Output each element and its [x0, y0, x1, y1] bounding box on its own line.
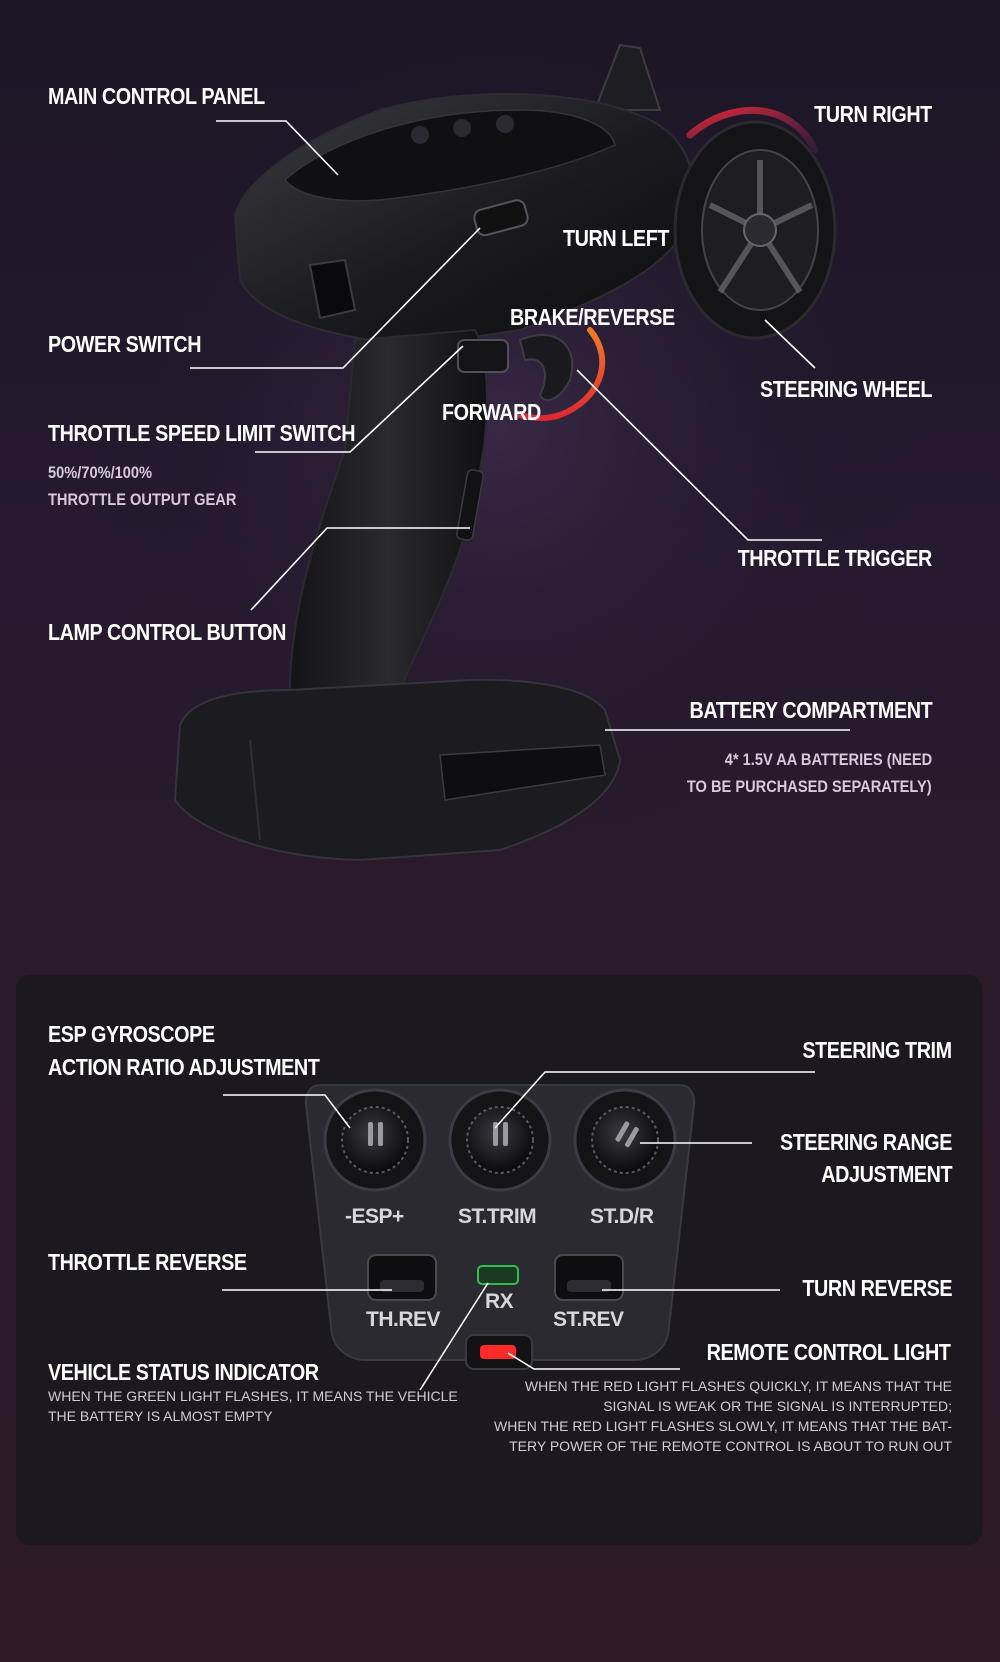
remote-note-3: WHEN THE RED LIGHT FLASHES SLOWLY, IT ME… — [494, 1418, 952, 1434]
battery-compartment-shape — [173, 678, 622, 862]
faceplate-label-rx: RX — [485, 1290, 514, 1313]
label-main-control-panel: MAIN CONTROL PANEL — [48, 83, 265, 109]
label-steering-range-1: STEERING RANGE — [779, 1129, 952, 1155]
transmitter-illustration — [80, 10, 920, 862]
label-turn-left: TURN LEFT — [563, 225, 670, 251]
vehicle-note-1: WHEN THE GREEN LIGHT FLASHES, IT MEANS T… — [48, 1388, 458, 1404]
label-turn-reverse: TURN REVERSE — [802, 1275, 952, 1301]
trigger-arc — [517, 327, 606, 421]
label-steering-range-2: ADJUSTMENT — [821, 1161, 952, 1187]
label-throttle-trigger: THROTTLE TRIGGER — [737, 545, 933, 571]
remote-led — [480, 1345, 516, 1359]
label-steering-trim: STEERING TRIM — [802, 1037, 953, 1063]
label-power-switch: POWER SWITCH — [48, 331, 202, 357]
knob-esp — [323, 1088, 427, 1192]
label-remote-control-light: REMOTE CONTROL LIGHT — [706, 1339, 950, 1365]
label-turn-right: TURN RIGHT — [814, 101, 932, 127]
remote-note-2: SIGNAL IS WEAK OR THE SIGNAL IS INTERRUP… — [603, 1398, 952, 1414]
knob-st-trim — [448, 1088, 552, 1192]
faceplate-label-st-rev: ST.REV — [553, 1308, 624, 1331]
label-throttle-reverse: THROTTLE REVERSE — [48, 1249, 247, 1275]
label-throttle-output-gear: THROTTLE OUTPUT GEAR — [48, 490, 237, 509]
faceplate-label-st-trim: ST.TRIM — [458, 1205, 537, 1228]
switch-th-rev — [367, 1254, 437, 1301]
vehicle-note-2: THE BATTERY IS ALMOST EMPTY — [48, 1408, 273, 1424]
label-throttle-speed-limit-switch: THROTTLE SPEED LIMIT SWITCH — [48, 420, 356, 446]
label-lamp-control-button: LAMP CONTROL BUTTON — [48, 619, 286, 645]
label-vehicle-status-indicator: VEHICLE STATUS INDICATOR — [48, 1359, 319, 1385]
faceplate-label-esp: -ESP+ — [345, 1205, 404, 1228]
faceplate-label-st-dr: ST.D/R — [590, 1205, 654, 1228]
power-switch-shape — [473, 199, 529, 237]
faceplate-label-th-rev: TH.REV — [366, 1308, 441, 1331]
label-battery-note-1: 4* 1.5V AA BATTERIES (NEED — [724, 750, 932, 769]
rx-led — [477, 1265, 519, 1285]
antenna — [593, 43, 662, 111]
label-esp-1: ESP GYROSCOPE — [48, 1021, 215, 1047]
label-brake-reverse: BRAKE/REVERSE — [510, 304, 675, 330]
label-forward: FORWARD — [442, 399, 541, 425]
switch-st-rev — [554, 1254, 624, 1301]
label-steering-wheel: STEERING WHEEL — [759, 376, 932, 402]
knob-st-dr — [573, 1088, 677, 1192]
remote-note-1: WHEN THE RED LIGHT FLASHES QUICKLY, IT M… — [524, 1378, 952, 1394]
main-control-panel-face — [283, 109, 616, 202]
throttle-trigger-shape — [518, 334, 574, 401]
label-battery-compartment: BATTERY COMPARTMENT — [689, 697, 932, 723]
label-battery-note-2: TO BE PURCHASED SEPARATELY) — [687, 777, 932, 796]
turn-right-arc — [686, 106, 819, 154]
grip — [288, 328, 488, 691]
remote-note-4: TERY POWER OF THE REMOTE CONTROL IS ABOU… — [509, 1438, 952, 1454]
label-esp-2: ACTION RATIO ADJUSTMENT — [48, 1054, 320, 1080]
label-throttle-gears: 50%/70%/100% — [48, 463, 153, 482]
